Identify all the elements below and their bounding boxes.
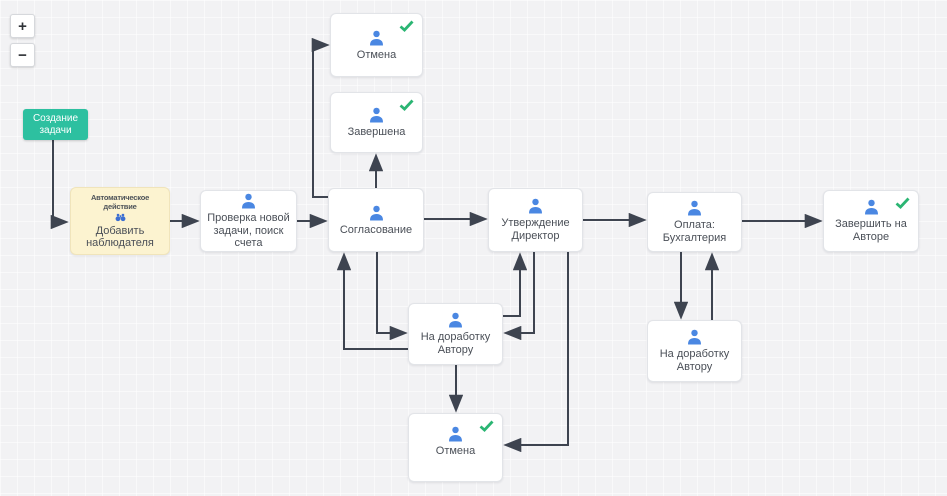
person-icon xyxy=(688,201,701,216)
person-icon xyxy=(370,30,383,46)
person-icon xyxy=(529,199,542,214)
node-label: Отмена xyxy=(435,445,476,458)
node-completed[interactable]: Завершена xyxy=(330,92,423,153)
conn-rework-mid-to-director xyxy=(503,252,528,317)
node-cancel-bottom[interactable]: Отмена xyxy=(408,413,503,482)
person-icon xyxy=(864,200,878,215)
node-label: Отмена xyxy=(356,48,397,61)
auto-action-header: Автоматическое действие xyxy=(90,193,150,211)
zoom-out-button[interactable]: − xyxy=(10,43,35,67)
person-icon xyxy=(370,107,383,123)
person-icon xyxy=(369,205,383,221)
node-label: На доработку Автору xyxy=(659,348,730,373)
node-finish-on-author[interactable]: Завершить на Авторе xyxy=(823,190,919,252)
conn-director-to-cancel-bottom xyxy=(503,252,569,453)
conn-approval-to-cancel-top xyxy=(311,37,330,198)
node-check-new-task[interactable]: Проверка новой задачи, поиск счета xyxy=(200,190,297,252)
node-approval[interactable]: Согласование xyxy=(328,188,424,252)
check-icon xyxy=(479,420,494,432)
node-label: Согласование xyxy=(339,223,413,236)
node-label: Проверка новой задачи, поиск счета xyxy=(207,212,290,250)
node-cancel-top[interactable]: Отмена xyxy=(330,13,423,77)
conn-rework-mid-to-approval xyxy=(336,252,408,350)
node-label: Утверждение Директор xyxy=(501,217,570,242)
binoculars-icon xyxy=(115,214,125,222)
node-payment-accounting[interactable]: Оплата: Бухгалтерия xyxy=(647,192,742,252)
person-icon xyxy=(688,330,701,345)
node-label: На доработку Автору xyxy=(420,331,491,356)
node-label: Завершена xyxy=(347,126,406,139)
check-icon xyxy=(895,197,910,209)
zoom-in-button[interactable]: + xyxy=(10,14,35,38)
node-label: Завершить на Авторе xyxy=(835,218,907,243)
conn-director-to-rework-mid xyxy=(503,252,535,341)
node-add-observer[interactable]: Автоматическое действие Добавить наблюда… xyxy=(70,187,170,255)
check-icon xyxy=(399,99,414,111)
person-icon xyxy=(449,426,462,442)
check-icon xyxy=(399,20,414,32)
person-icon xyxy=(242,193,255,209)
node-label: Добавить наблюдателя xyxy=(86,224,154,250)
node-rework-author-mid[interactable]: На доработку Автору xyxy=(408,303,503,365)
conn-start-to-auto xyxy=(50,140,69,230)
node-label: Создание задачи xyxy=(32,113,79,136)
person-icon xyxy=(449,313,462,328)
node-rework-author-right[interactable]: На доработку Автору xyxy=(647,320,742,382)
node-task-created[interactable]: Создание задачи xyxy=(23,109,88,140)
node-director-approval[interactable]: Утверждение Директор xyxy=(488,188,583,252)
node-label: Оплата: Бухгалтерия xyxy=(662,219,727,244)
conn-approval-to-rework-mid xyxy=(376,252,408,341)
